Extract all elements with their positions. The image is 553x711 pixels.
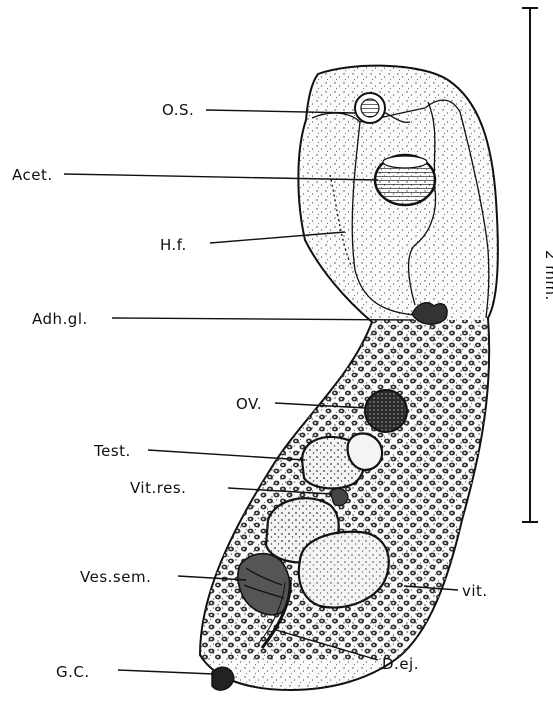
testis-small [348, 434, 382, 471]
label-dej: D.ej. [382, 655, 419, 673]
label-ov: OV. [236, 395, 262, 413]
leader-gc [118, 670, 214, 674]
label-adh: Adh.gl. [32, 310, 88, 328]
label-hf: H.f. [160, 236, 187, 254]
scale-bar: 2 mm. [522, 8, 553, 522]
label-os: O.S. [162, 101, 194, 119]
label-vit: vit. [462, 582, 488, 600]
ovary [365, 390, 407, 432]
genital-cone [212, 667, 234, 690]
label-vitres: Vit.res. [130, 479, 186, 497]
label-vessem: Ves.sem. [80, 568, 151, 586]
label-test: Test. [93, 442, 131, 460]
acetabulum [375, 155, 435, 205]
label-acet: Acet. [12, 166, 53, 184]
label-gc: G.C. [56, 663, 90, 681]
scale-label: 2 mm. [542, 250, 553, 301]
